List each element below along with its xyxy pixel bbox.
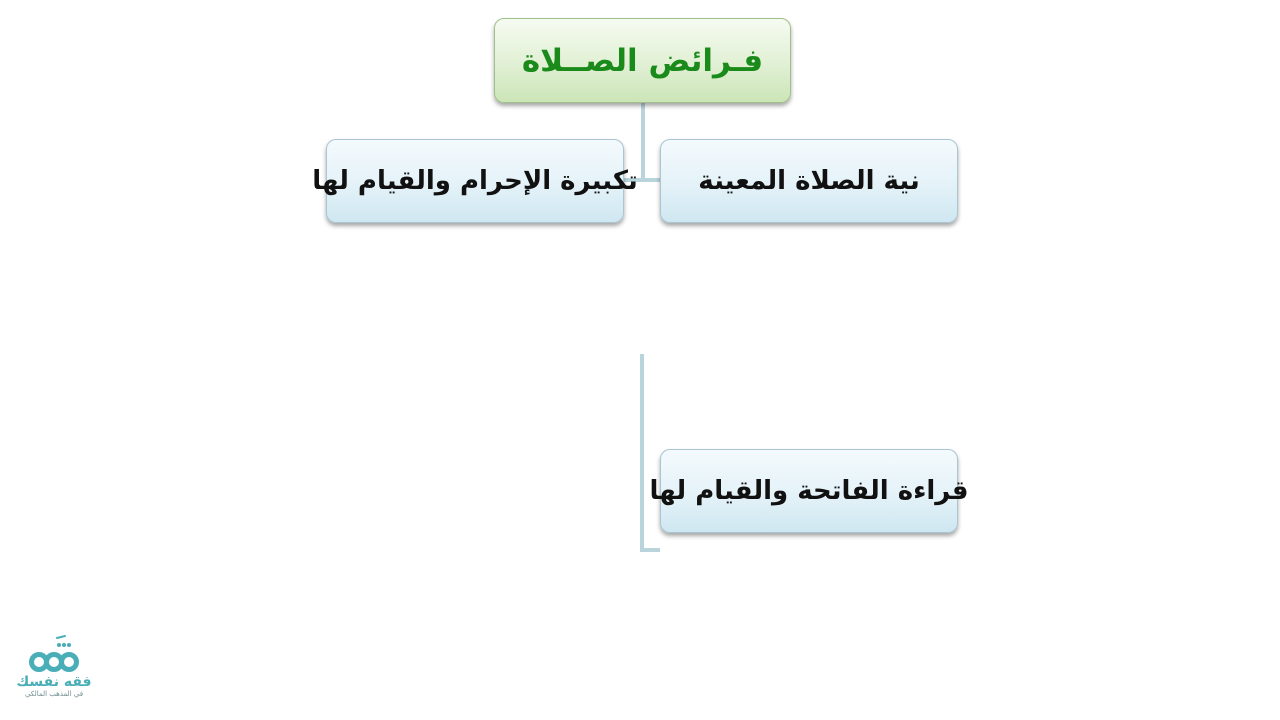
diagram-node-label: تكبيرة الإحرام والقيام لها xyxy=(312,166,638,196)
diagram-node-fatiha: قراءة الفاتحة والقيام لها xyxy=(650,449,969,533)
logo-mark-icon xyxy=(29,635,79,672)
logo: فقه نفسك في المذهب المالكي xyxy=(14,634,94,708)
connector-line xyxy=(640,354,644,552)
diagram-node-label: نية الصلاة المعينة xyxy=(698,166,920,196)
connector-line xyxy=(624,178,660,182)
connector-line xyxy=(640,548,660,552)
diagram-title-box: فـرائض الصــلاة xyxy=(494,18,791,103)
logo-subtitle: في المذهب المالكي xyxy=(24,690,84,698)
logo-name: فقه نفسك xyxy=(16,674,92,690)
diagram-node-takbir: تكبيرة الإحرام والقيام لها xyxy=(312,139,638,223)
connector-line xyxy=(641,102,645,182)
diagram-node-intention: نية الصلاة المعينة xyxy=(660,139,958,223)
diagram-title: فـرائض الصــلاة xyxy=(521,42,764,79)
diagram-node-label: قراءة الفاتحة والقيام لها xyxy=(649,476,969,506)
